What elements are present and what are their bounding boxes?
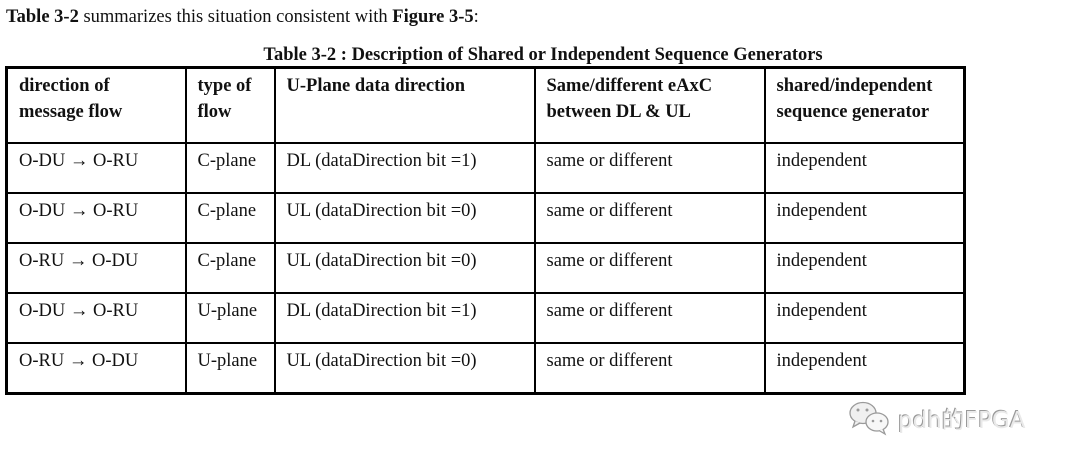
figure-reference: Figure 3-5 [392, 7, 474, 27]
table-row: O-RU → O-DU C-plane UL (dataDirection bi… [5, 242, 966, 294]
watermark: pdh的FPGA [848, 400, 1025, 436]
cell-type: U-plane [184, 292, 276, 344]
cell-uplane-direction: DL (dataDirection bit =1) [273, 292, 536, 344]
table-reference: Table 3-2 [6, 7, 79, 27]
cell-eaxc: same or different [533, 342, 766, 395]
table-row: O-RU → O-DU U-plane UL (dataDirection bi… [5, 342, 966, 395]
intro-end: : [473, 7, 479, 27]
watermark-text: pdh的FPGA [898, 408, 1026, 434]
cell-sequence-generator: independent [763, 292, 966, 344]
cell-direction: O-DU → O-RU [5, 142, 187, 194]
cell-eaxc: same or different [533, 192, 766, 244]
cell-eaxc: same or different [533, 142, 766, 194]
table-row: O-DU → O-RU U-plane DL (dataDirection bi… [5, 292, 966, 344]
cell-uplane-direction: UL (dataDirection bit =0) [273, 242, 536, 294]
cell-type: C-plane [184, 142, 276, 194]
sequence-generator-table: direction of message flow type of flow U… [5, 66, 966, 395]
cell-uplane-direction: UL (dataDirection bit =0) [273, 192, 536, 244]
intro-sentence: Table 3-2 summarizes this situation cons… [6, 6, 479, 28]
cell-type: C-plane [184, 192, 276, 244]
wechat-icon [848, 400, 892, 436]
cell-sequence-generator: independent [763, 192, 966, 244]
cell-direction: O-RU → O-DU [5, 242, 187, 294]
header-sequence-generator: shared/independent sequence generator [763, 66, 966, 144]
cell-direction: O-RU → O-DU [5, 342, 187, 395]
cell-direction: O-DU → O-RU [5, 192, 187, 244]
intro-text: summarizes this situation consistent wit… [78, 7, 393, 27]
table-header-row: direction of message flow type of flow U… [5, 66, 966, 144]
cell-sequence-generator: independent [763, 242, 966, 294]
table-caption: Table 3-2 : Description of Shared or Ind… [263, 45, 823, 65]
header-type: type of flow [184, 66, 276, 144]
header-direction: direction of message flow [5, 66, 187, 144]
cell-sequence-generator: independent [763, 342, 966, 395]
cell-type: C-plane [184, 242, 276, 294]
cell-direction: O-DU → O-RU [5, 292, 187, 344]
cell-type: U-plane [184, 342, 276, 395]
table-row: O-DU → O-RU C-plane UL (dataDirection bi… [5, 192, 966, 244]
cell-eaxc: same or different [533, 292, 766, 344]
cell-uplane-direction: DL (dataDirection bit =1) [273, 142, 536, 194]
cell-uplane-direction: UL (dataDirection bit =0) [273, 342, 536, 395]
header-eaxc: Same/different eAxC between DL & UL [533, 66, 766, 144]
header-uplane-direction: U-Plane data direction [273, 66, 536, 144]
cell-sequence-generator: independent [763, 142, 966, 194]
cell-eaxc: same or different [533, 242, 766, 294]
table-row: O-DU → O-RU C-plane DL (dataDirection bi… [5, 142, 966, 194]
